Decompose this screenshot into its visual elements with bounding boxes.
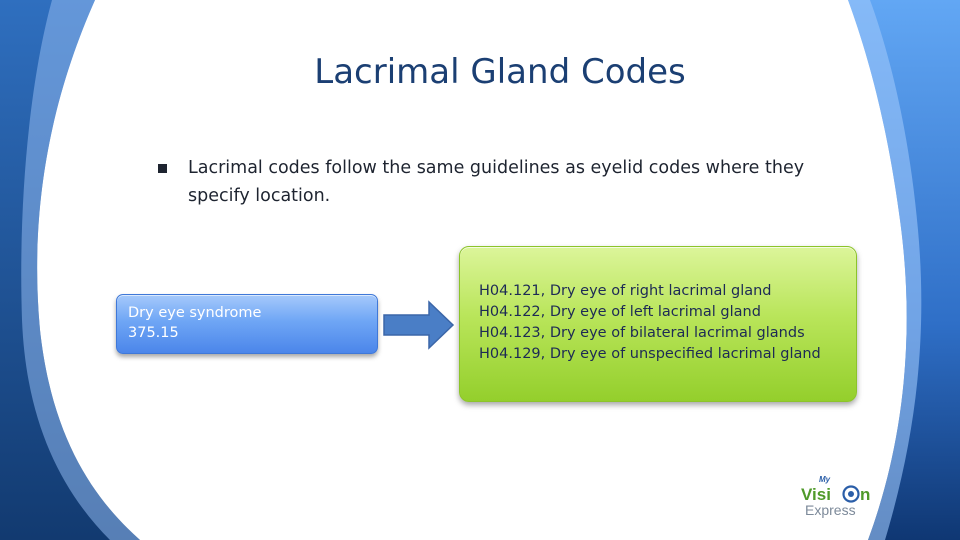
eye-icon [842,485,860,503]
logo-word-my: My [819,475,831,484]
right-decorative-band [848,0,960,540]
source-code-box: Dry eye syndrome 375.15 [116,294,378,354]
bullet-text: Lacrimal codes follow the same guideline… [188,158,805,206]
square-bullet-icon [158,164,167,173]
right-arrow-icon [383,300,455,350]
target-code-line: H04.121, Dry eye of right lacrimal gland [479,283,772,299]
target-codes-box: H04.121, Dry eye of right lacrimal gland… [459,246,857,402]
target-code-line: H04.122, Dry eye of left lacrimal gland [479,304,761,320]
my-vision-express-logo: My Visi n Express [801,475,870,518]
bullet-point: Lacrimal codes follow the same guideline… [158,154,838,210]
logo-word-n: n [860,485,870,504]
left-light-swoosh [21,0,141,540]
target-code-line: H04.129, Dry eye of unspecified lacrimal… [479,346,821,362]
source-code-label: Dry eye syndrome [128,305,262,321]
source-code-number: 375.15 [128,325,179,341]
logo-word-visi: Visi [801,485,831,504]
target-code-line: H04.123, Dry eye of bilateral lacrimal g… [479,325,805,341]
right-light-swoosh [848,0,922,540]
slide-title: Lacrimal Gland Codes [314,52,686,92]
logo-word-express: Express [805,502,856,518]
